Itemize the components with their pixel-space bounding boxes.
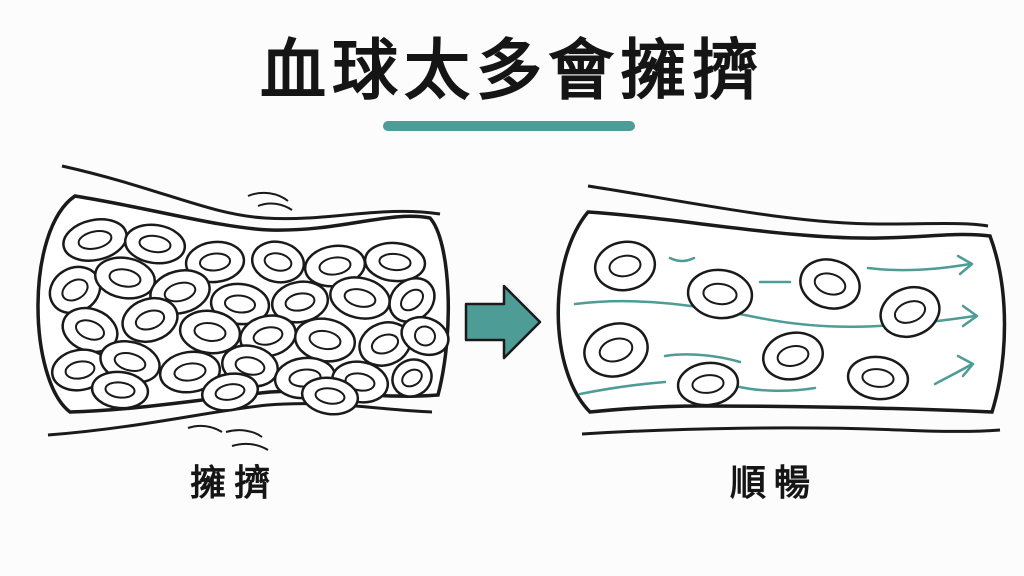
red-blood-cell-icon (200, 372, 260, 412)
red-blood-cell-icon (62, 218, 128, 262)
red-blood-cell-icon (329, 276, 391, 320)
red-blood-cell-icon (61, 306, 119, 354)
right-arrow-icon (464, 284, 542, 360)
vessel-outer-top (587, 184, 989, 228)
red-blood-cell-icon (363, 241, 427, 283)
page-title: 血球太多會擁擠 (260, 32, 764, 109)
smooth-vessel (556, 184, 1007, 436)
red-blood-cell-icon (270, 280, 330, 324)
red-blood-cell-icon (879, 285, 941, 339)
red-blood-cell-icon (300, 376, 360, 416)
red-blood-cell-icon (846, 355, 910, 401)
squeeze-marks-bottom (187, 424, 269, 451)
red-blood-cell-icon (123, 223, 187, 265)
squeeze-marks-top (247, 191, 293, 211)
red-blood-cell-icon (686, 268, 754, 320)
vessel-outer-bottom (581, 426, 1001, 436)
title-underline (383, 121, 635, 131)
red-blood-cell-icon (799, 258, 861, 310)
red-blood-cell-icon (121, 296, 179, 344)
red-blood-cell-icon (388, 277, 436, 323)
red-blood-cell-icon (158, 350, 222, 394)
red-blood-cell-icon (583, 322, 649, 378)
red-blood-cell-icon (400, 315, 450, 357)
label-smooth: 順暢 (729, 463, 818, 504)
vessel-outer-top (61, 164, 441, 221)
smooth-cells (583, 240, 941, 407)
flow-arrow-icon (956, 254, 979, 378)
crowded-vessel (36, 164, 451, 451)
vessel-outer-bottom (47, 402, 433, 437)
red-blood-cell-icon (762, 331, 824, 381)
red-blood-cell-icon (391, 358, 433, 398)
red-blood-cell-icon (593, 240, 657, 292)
red-blood-cell-icon (184, 240, 246, 284)
red-blood-cell-icon (250, 240, 306, 284)
label-crowded: 擁擠 (189, 463, 278, 504)
crowded-cells (48, 218, 450, 416)
red-blood-cell-icon (90, 370, 150, 410)
red-blood-cell-icon (676, 361, 740, 407)
red-blood-cell-icon (94, 256, 156, 300)
